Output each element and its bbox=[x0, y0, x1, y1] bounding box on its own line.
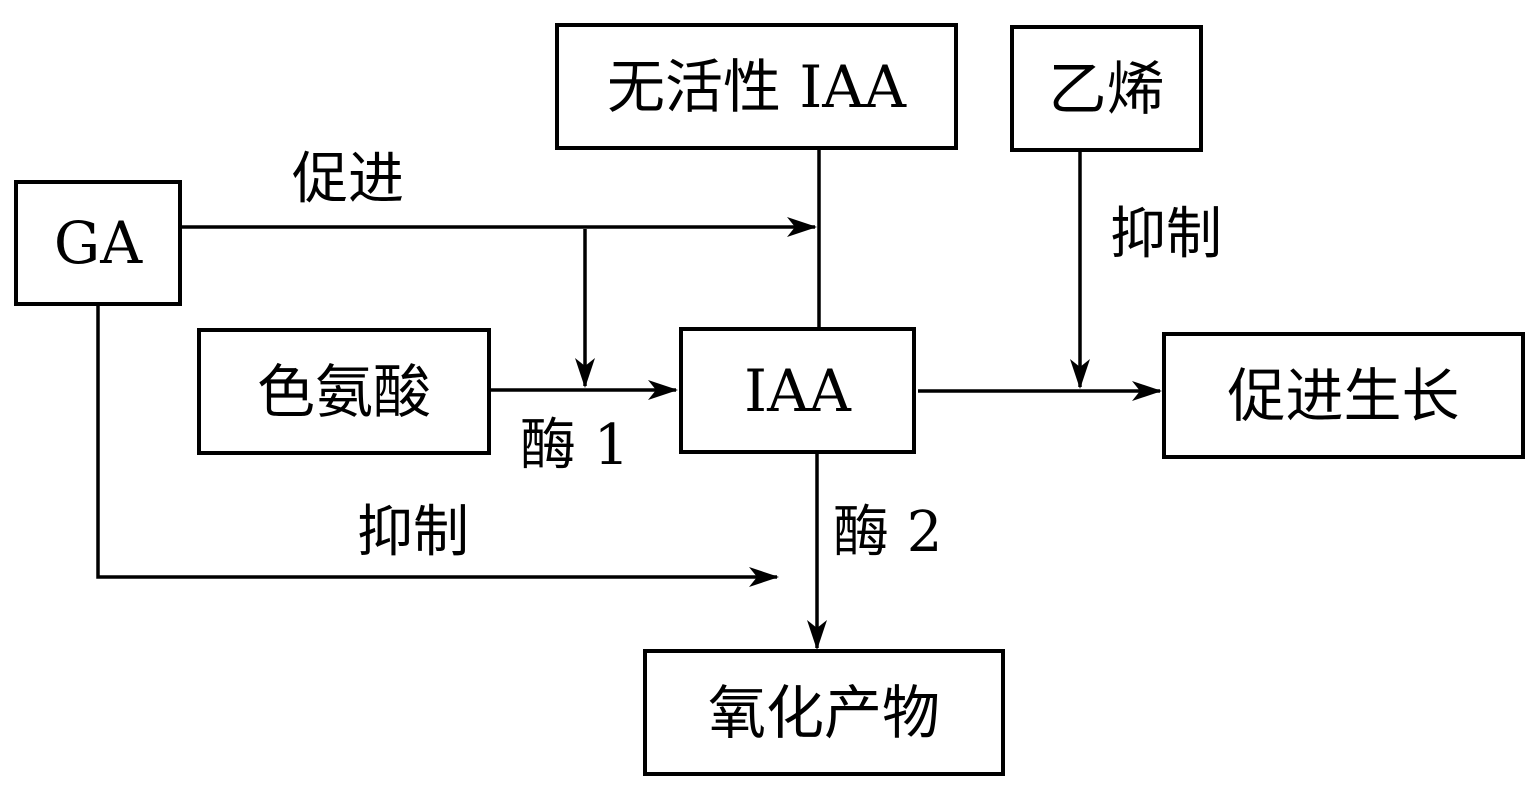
node-ga: GA bbox=[14, 180, 182, 306]
node-ethylene: 乙烯 bbox=[1010, 25, 1203, 152]
node-oxidation-product: 氧化产物 bbox=[643, 649, 1005, 776]
node-iaa: IAA bbox=[679, 327, 916, 454]
label-ethylene-inhibit: 抑制 bbox=[1110, 202, 1222, 267]
label-enzyme1: 酶 1 bbox=[520, 413, 630, 478]
node-tryptophan: 色氨酸 bbox=[197, 328, 491, 455]
label-ga-inhibit: 抑制 bbox=[357, 500, 469, 565]
label-ga-promote: 促进 bbox=[292, 147, 404, 212]
edge-ga-inhibit bbox=[96, 304, 779, 587]
node-promote-growth: 促进生长 bbox=[1162, 332, 1525, 459]
node-inactive-iaa: 无活性 IAA bbox=[555, 23, 958, 150]
label-enzyme2: 酶 2 bbox=[833, 500, 943, 565]
